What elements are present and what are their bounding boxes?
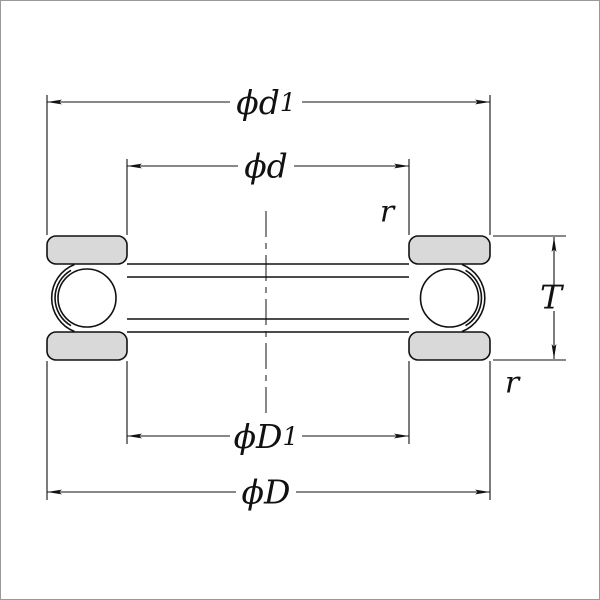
bore-and-cage-lines (127, 263, 409, 333)
ball-right (419, 268, 480, 328)
phi-d1-label-base: ϕd (236, 83, 280, 122)
washer-section-top-left (46, 235, 128, 265)
phi-D-label: ϕD (242, 473, 291, 512)
cage-left-outer-arc (50, 263, 75, 333)
extension-lines (46, 95, 566, 500)
dimension-phi-d1: ϕd1 (47, 83, 490, 122)
dimension-phi-D: ϕD (47, 473, 490, 512)
phi-D1-label-sub: 1 (283, 422, 299, 451)
dimension-T: T (540, 237, 565, 359)
cage-right (461, 263, 486, 333)
washer-section-bottom-right (408, 331, 491, 361)
washer-section-top-right (408, 235, 491, 265)
phi-D1-label: ϕD1 (234, 417, 299, 456)
cage-right-outer-arc (461, 263, 486, 333)
dimension-phi-d: ϕd (127, 147, 409, 186)
dimension-phi-D1: ϕD1 (127, 417, 409, 456)
washer-section-bottom-left (46, 331, 128, 361)
phi-d1-label: ϕd1 (236, 83, 296, 122)
cage-left (50, 263, 75, 333)
cage-left-inner-arc (54, 269, 72, 327)
fillet-r-label-top: r (380, 195, 396, 230)
phi-D1-label-base: ϕD (234, 417, 283, 456)
T-label: T (540, 278, 565, 317)
bearing-cross-section (46, 235, 491, 361)
fillet-r-label-bottom: r (505, 366, 521, 401)
ball-left (57, 268, 117, 328)
phi-d1-label-sub: 1 (280, 88, 296, 117)
cage-right-inner-arc (465, 269, 483, 327)
phi-d-label: ϕd (244, 147, 288, 186)
